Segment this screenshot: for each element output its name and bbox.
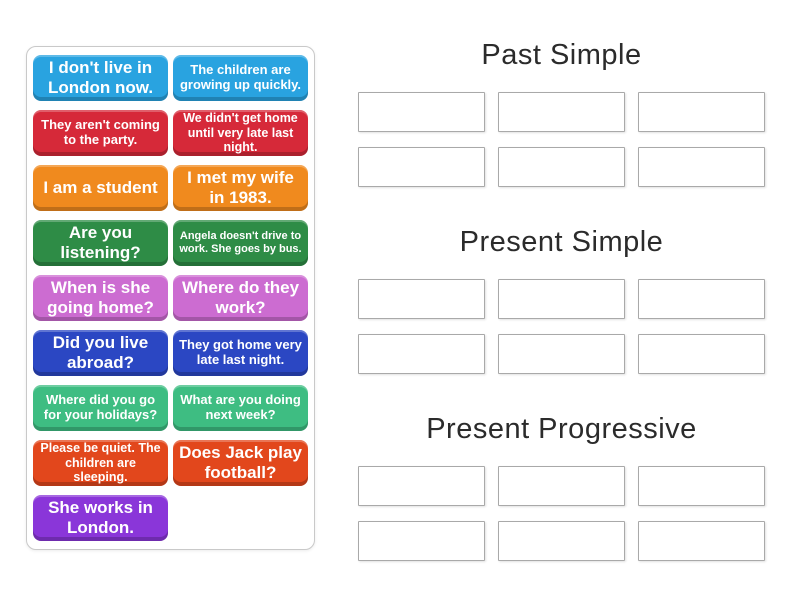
word-card[interactable]: We didn't get home until very late last …: [173, 110, 308, 156]
drop-slot[interactable]: [358, 92, 485, 132]
word-card[interactable]: I met my wife in 1983.: [173, 165, 308, 211]
drop-slot[interactable]: [638, 466, 765, 506]
slot-grid: [358, 466, 765, 561]
group-title: Past Simple: [481, 39, 642, 71]
drop-slot[interactable]: [358, 466, 485, 506]
group-title: Present Progressive: [426, 413, 697, 445]
word-card[interactable]: I am a student: [33, 165, 168, 211]
word-card[interactable]: Where did you go for your holidays?: [33, 385, 168, 431]
drop-slot[interactable]: [638, 92, 765, 132]
group-columns: Past Simple Present Simple Present Progr…: [358, 40, 765, 601]
word-card[interactable]: The children are growing up quickly.: [173, 55, 308, 101]
drop-slot[interactable]: [498, 466, 625, 506]
drop-slot[interactable]: [358, 334, 485, 374]
slot-grid: [358, 279, 765, 374]
drop-slot[interactable]: [358, 279, 485, 319]
drop-slot[interactable]: [638, 521, 765, 561]
word-card[interactable]: When is she going home?: [33, 275, 168, 321]
drop-slot[interactable]: [498, 334, 625, 374]
word-card[interactable]: Did you live abroad?: [33, 330, 168, 376]
drop-slot[interactable]: [638, 279, 765, 319]
drop-slot[interactable]: [498, 521, 625, 561]
sort-group: Present Progressive: [358, 414, 765, 561]
drop-slot[interactable]: [498, 92, 625, 132]
drop-slot[interactable]: [358, 147, 485, 187]
drop-slot[interactable]: [358, 521, 485, 561]
drop-slot[interactable]: [638, 334, 765, 374]
word-card[interactable]: I don't live in London now.: [33, 55, 168, 101]
word-card[interactable]: They aren't coming to the party.: [33, 110, 168, 156]
word-card[interactable]: Angela doesn't drive to work. She goes b…: [173, 220, 308, 266]
word-card[interactable]: Please be quiet. The children are sleepi…: [33, 440, 168, 486]
word-card[interactable]: They got home very late last night.: [173, 330, 308, 376]
word-card[interactable]: Are you listening?: [33, 220, 168, 266]
sort-group: Past Simple: [358, 40, 765, 187]
word-card[interactable]: Does Jack play football?: [173, 440, 308, 486]
word-card[interactable]: What are you doing next week?: [173, 385, 308, 431]
drop-slot[interactable]: [498, 279, 625, 319]
sort-group: Present Simple: [358, 227, 765, 374]
drop-slot[interactable]: [498, 147, 625, 187]
drop-slot[interactable]: [638, 147, 765, 187]
group-title: Present Simple: [459, 226, 664, 258]
word-card[interactable]: She works in London.: [33, 495, 168, 541]
word-card[interactable]: Where do they work?: [173, 275, 308, 321]
slot-grid: [358, 92, 765, 187]
card-tray: I don't live in London now.The children …: [26, 46, 315, 550]
